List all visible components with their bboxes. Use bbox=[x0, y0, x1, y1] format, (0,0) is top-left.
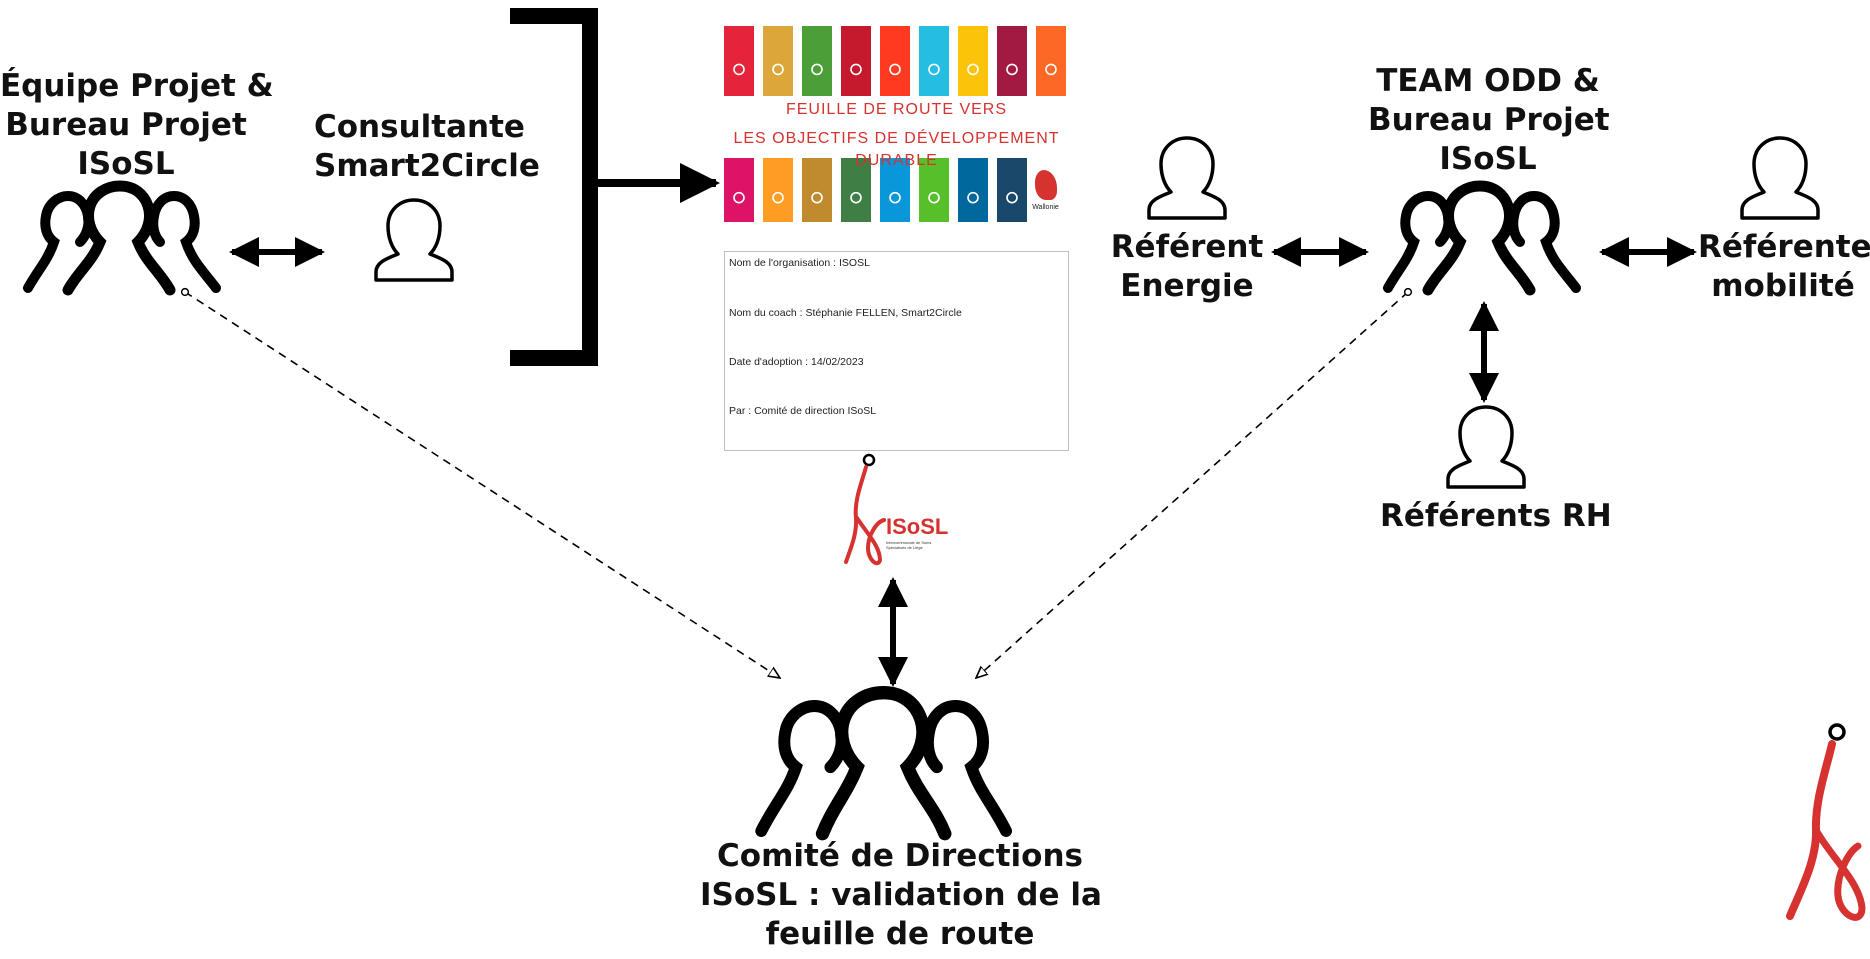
label-team-odd: TEAM ODD & Bureau Projet ISoSL bbox=[1368, 63, 1610, 177]
isosl-logo-tagline: Intercommunale de Soins Spécialisés de L… bbox=[886, 540, 932, 550]
isosl-logo-mark-large bbox=[1786, 723, 1866, 921]
sdg-goal-icon bbox=[967, 191, 979, 204]
label-referents-rh: Référents RH bbox=[1380, 498, 1612, 534]
sdg-goal-icon bbox=[811, 191, 823, 204]
group-icon-team-odd bbox=[1383, 180, 1581, 296]
person-icon-referente-mobilite bbox=[1740, 136, 1820, 220]
person-icon-referent-energie bbox=[1147, 136, 1227, 220]
dashed-arrow-team-comite bbox=[976, 292, 1408, 678]
sdg-tile-4 bbox=[841, 26, 871, 96]
sdg-goal-icon bbox=[772, 63, 784, 76]
isosl-logo-name: ISoSL bbox=[886, 514, 949, 539]
group-icon-comite bbox=[755, 686, 1013, 841]
sdg-tile-10 bbox=[724, 158, 754, 222]
sdg-goal-icon bbox=[928, 191, 940, 204]
doc-adoption-date: Date d'adoption : 14/02/2023 bbox=[729, 356, 864, 368]
sdg-goal-icon bbox=[772, 191, 784, 204]
sdg-tile-12 bbox=[802, 158, 832, 222]
sdg-tiles-row-2 bbox=[724, 158, 1027, 222]
sdg-tile-17 bbox=[997, 158, 1027, 222]
rooster-icon bbox=[1035, 170, 1057, 200]
roadmap-title-line-2: LES OBJECTIFS DE DÉVELOPPEMENT DURABLE bbox=[733, 130, 1060, 169]
sdg-tile-6 bbox=[919, 26, 949, 96]
sdg-goal-icon bbox=[889, 63, 901, 76]
sdg-goal-icon bbox=[928, 63, 940, 76]
sdg-goal-icon bbox=[1006, 63, 1018, 76]
doc-organisation: Nom de l'organisation : ISOSL bbox=[729, 257, 870, 269]
dashed-arrow-equipe-comite bbox=[185, 292, 780, 678]
sdg-goal-icon bbox=[889, 191, 901, 204]
roadmap-title-line-1: FEUILLE DE ROUTE VERS bbox=[785, 101, 1008, 118]
sdg-goal-icon bbox=[850, 63, 862, 76]
person-icon-consultante bbox=[374, 198, 454, 282]
sdg-tile-9 bbox=[1036, 26, 1066, 96]
sdg-tile-3 bbox=[802, 26, 832, 96]
sdg-tile-15 bbox=[919, 158, 949, 222]
sdg-tile-14 bbox=[880, 158, 910, 222]
wallonie-label: Wallonie bbox=[1032, 204, 1059, 211]
bracket bbox=[510, 8, 598, 366]
label-consultante: Consultante Smart2Circle bbox=[314, 109, 540, 184]
roadmap-document-card: Nom de l'organisation : ISOSL Nom du coa… bbox=[724, 251, 1069, 451]
wallonie-badge: Wallonie bbox=[1029, 162, 1062, 218]
isosl-logo-mark bbox=[844, 453, 886, 566]
sdg-goal-icon bbox=[1045, 63, 1057, 76]
sdg-goal-icon bbox=[967, 63, 979, 76]
label-referent-energie: Référent Energie bbox=[1110, 229, 1264, 304]
label-equipe-projet: Équipe Projet & Bureau Projet ISoSL bbox=[0, 68, 274, 182]
sdg-goal-icon bbox=[733, 191, 745, 204]
sdg-tile-7 bbox=[958, 26, 988, 96]
sdg-tile-16 bbox=[958, 158, 988, 222]
sdg-goal-icon bbox=[1006, 191, 1018, 204]
sdg-goal-icon bbox=[733, 63, 745, 76]
sdg-tile-5 bbox=[880, 26, 910, 96]
sdg-tile-11 bbox=[763, 158, 793, 222]
sdg-goal-icon bbox=[811, 63, 823, 76]
sdg-tile-13 bbox=[841, 158, 871, 222]
doc-coach: Nom du coach : Stéphanie FELLEN, Smart2C… bbox=[729, 307, 962, 319]
sdg-goal-icon bbox=[850, 191, 862, 204]
label-referente-mobilite: Référente mobilité bbox=[1698, 229, 1870, 304]
label-comite: Comité de Directions ISoSL : validation … bbox=[700, 838, 1102, 952]
group-icon-equipe-projet bbox=[23, 180, 221, 296]
person-icon-referents-rh bbox=[1446, 405, 1526, 489]
sdg-tile-8 bbox=[997, 26, 1027, 96]
sdg-tile-1 bbox=[724, 26, 754, 96]
sdg-tile-2 bbox=[763, 26, 793, 96]
sdg-tiles-row-1 bbox=[724, 26, 1066, 96]
doc-par: Par : Comité de direction ISoSL bbox=[729, 405, 877, 417]
